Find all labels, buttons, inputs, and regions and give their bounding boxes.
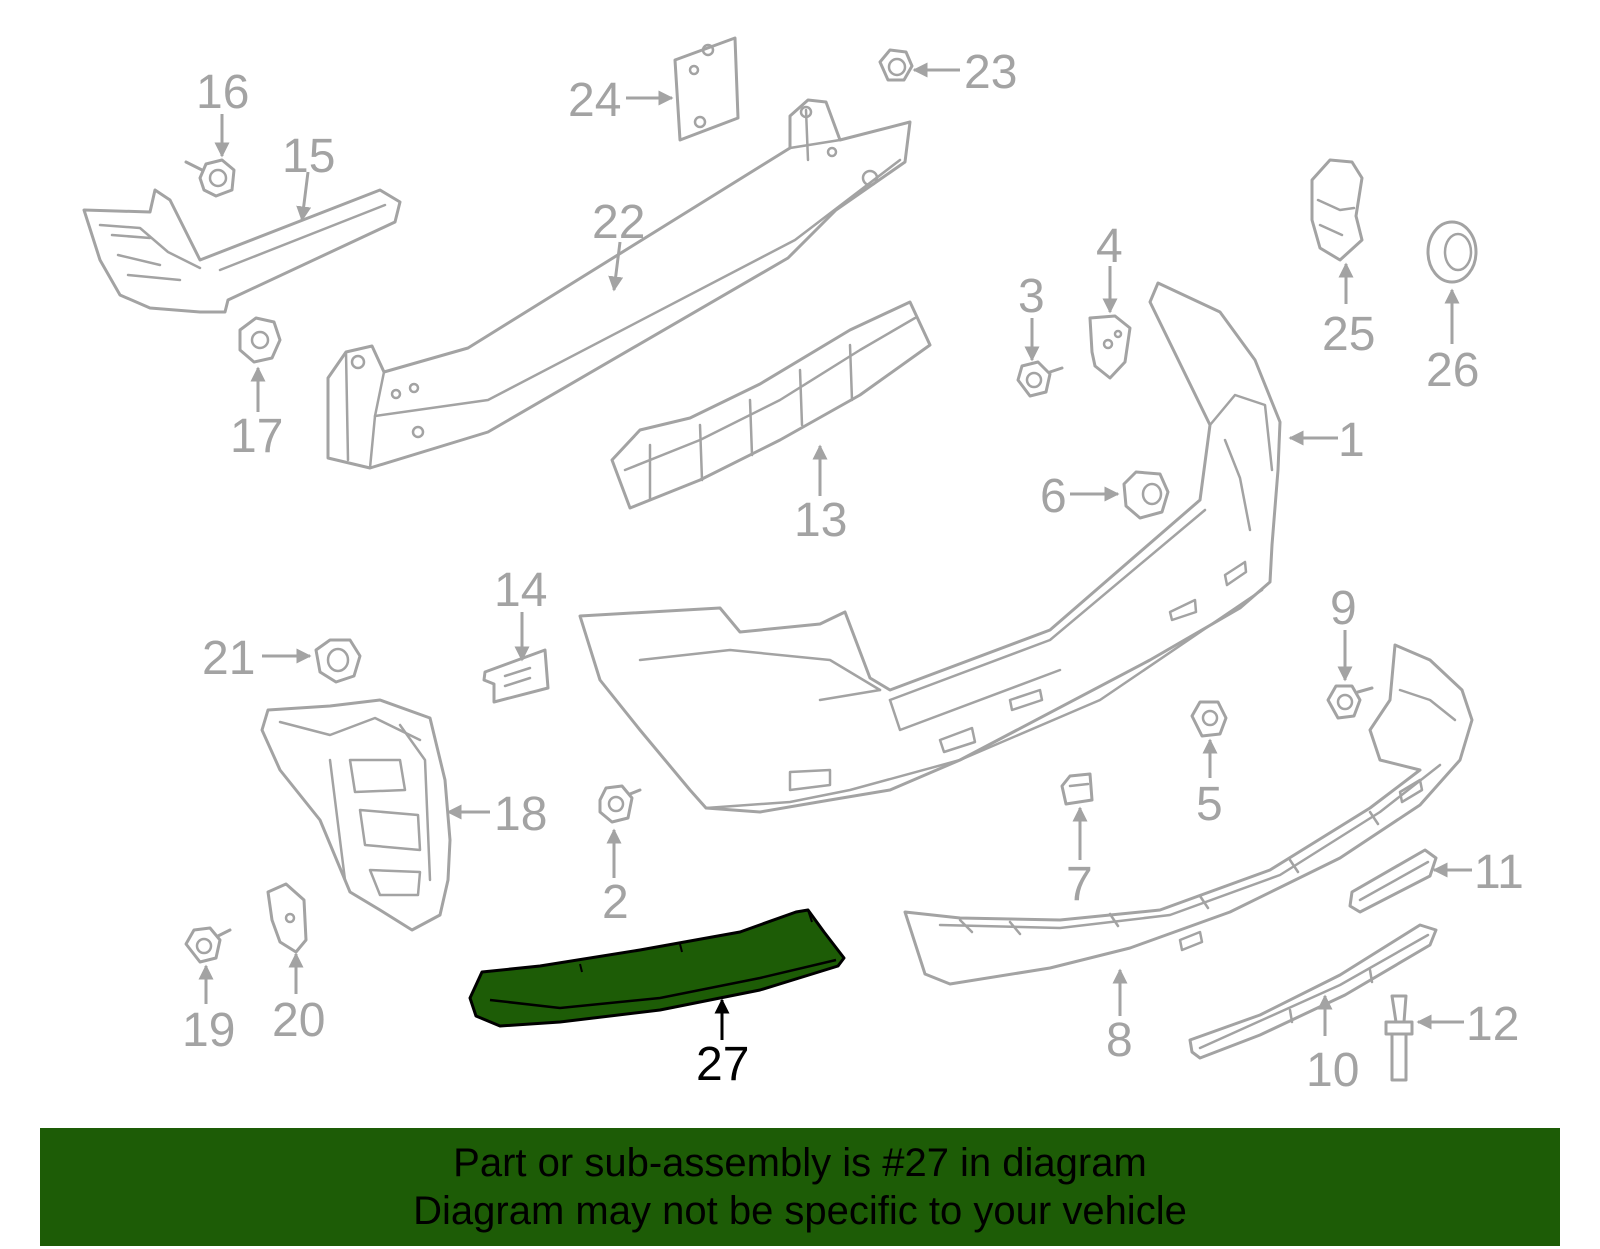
part-10-lower-strip bbox=[1188, 923, 1438, 1060]
callout-15[interactable]: 15 bbox=[282, 130, 335, 183]
callout-19[interactable]: 19 bbox=[182, 1004, 235, 1057]
part-3-bolt bbox=[1016, 360, 1064, 398]
part-24-plate bbox=[673, 36, 740, 142]
callout-9[interactable]: 9 bbox=[1330, 582, 1357, 635]
callout-12[interactable]: 12 bbox=[1466, 998, 1519, 1051]
callout-3[interactable]: 3 bbox=[1018, 270, 1045, 323]
part-27-reflector-highlighted bbox=[468, 908, 846, 1028]
callout-7[interactable]: 7 bbox=[1066, 858, 1093, 911]
callout-2[interactable]: 2 bbox=[602, 876, 629, 929]
callout-16[interactable]: 16 bbox=[196, 66, 249, 119]
callout-27-highlighted[interactable]: 27 bbox=[696, 1038, 749, 1091]
callout-10[interactable]: 10 bbox=[1306, 1044, 1359, 1097]
callout-23[interactable]: 23 bbox=[964, 46, 1017, 99]
callout-26[interactable]: 26 bbox=[1426, 344, 1479, 397]
part-11-strip bbox=[1348, 848, 1438, 914]
callout-20[interactable]: 20 bbox=[272, 994, 325, 1047]
part-13-absorber bbox=[610, 300, 932, 510]
part-25-sensor-bracket bbox=[1310, 158, 1364, 262]
callout-8[interactable]: 8 bbox=[1106, 1014, 1133, 1067]
info-banner: Part or sub-assembly is #27 in diagram D… bbox=[40, 1128, 1560, 1246]
callout-24[interactable]: 24 bbox=[568, 74, 621, 127]
callout-25[interactable]: 25 bbox=[1322, 308, 1375, 361]
part-1-bumper-cover bbox=[578, 281, 1282, 814]
part-23-nut bbox=[878, 48, 914, 82]
part-26-sensor-ring bbox=[1426, 220, 1478, 284]
callout-5[interactable]: 5 bbox=[1196, 778, 1223, 831]
part-8-lower-valance bbox=[903, 643, 1474, 986]
callout-21[interactable]: 21 bbox=[202, 632, 255, 685]
part-9-bolt bbox=[1326, 684, 1374, 720]
part-18-bracket bbox=[260, 698, 452, 932]
part-2-bolt bbox=[598, 784, 642, 824]
banner-line-1: Part or sub-assembly is #27 in diagram bbox=[453, 1141, 1147, 1185]
callout-4[interactable]: 4 bbox=[1096, 220, 1123, 273]
part-5-nut bbox=[1190, 700, 1228, 738]
callout-13[interactable]: 13 bbox=[794, 494, 847, 547]
part-6-grommet bbox=[1122, 470, 1170, 520]
part-19-bolt bbox=[184, 926, 232, 964]
part-16-bolt bbox=[184, 158, 236, 198]
part-12-push-pin bbox=[1384, 994, 1414, 1082]
callout-11[interactable]: 11 bbox=[1474, 846, 1524, 899]
part-4-bracket bbox=[1088, 314, 1132, 380]
part-20-bracket bbox=[266, 882, 308, 954]
part-21-grommet bbox=[314, 638, 362, 684]
part-22-reinforcement-beam bbox=[326, 98, 912, 470]
part-7-clip bbox=[1060, 772, 1094, 806]
callout-17[interactable]: 17 bbox=[230, 410, 283, 463]
callout-18[interactable]: 18 bbox=[494, 788, 547, 841]
part-14-clip bbox=[482, 648, 550, 704]
part-17-nut bbox=[238, 316, 282, 364]
callout-1[interactable]: 1 bbox=[1338, 414, 1365, 467]
banner-line-2: Diagram may not be specific to your vehi… bbox=[413, 1189, 1187, 1233]
callout-14[interactable]: 14 bbox=[494, 564, 547, 617]
part-15-bracket bbox=[82, 188, 402, 314]
callout-labels: 1 2 3 4 5 6 7 8 9 10 11 12 13 14 15 16 1… bbox=[182, 46, 1524, 1097]
callout-22[interactable]: 22 bbox=[592, 196, 645, 249]
callout-6[interactable]: 6 bbox=[1040, 470, 1067, 523]
callout-leaders bbox=[198, 62, 1472, 1040]
